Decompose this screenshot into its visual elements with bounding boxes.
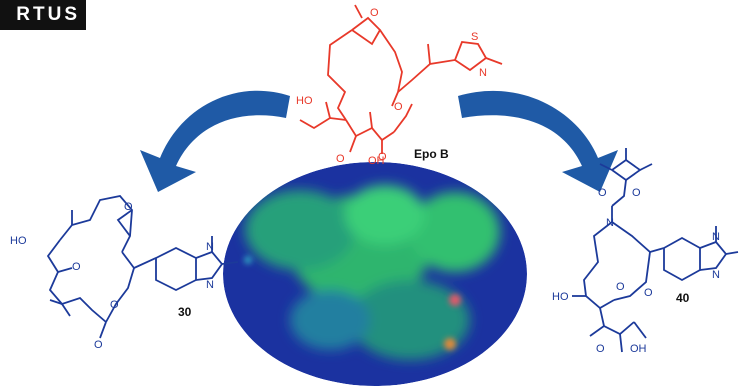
compound-30-atom-n1: N [206,241,214,253]
compound-30-atom-o2: O [72,261,81,273]
compound-40-atom-n2: N [712,231,720,243]
epo-b-atoms: O O O O HO OH S N [296,7,487,167]
epo-b-atom-s: S [471,31,478,43]
microscopy-image [223,162,527,386]
compound-40-atom-n1: N [606,217,614,229]
compound-40-atom-o5: O [596,343,605,355]
epo-b-atom-n: N [479,67,487,79]
compound-40-structure [572,148,739,353]
right-curved-arrow [458,90,618,192]
epo-b-label: Epo B [414,147,449,161]
epo-b-atom-oh: OH [368,155,385,167]
compound-30-atoms: HO O O O O N N [10,201,214,351]
compound-40-atom-n3: N [712,269,720,281]
left-curved-arrow [140,90,290,192]
compound-30-atom-ho: HO [10,235,27,247]
compound-40-atom-ho: HO [552,291,569,303]
compound-30-atom-o4: O [94,339,103,351]
compound-40-atom-o3: O [644,287,653,299]
compound-40-label: 40 [676,291,690,305]
compound-30-atom-n2: N [206,279,214,291]
compound-40-atom-o1: O [598,187,607,199]
compound-30-structure [46,195,239,339]
compound-40-atoms: O O N HO O O O OH N N [552,187,720,355]
compound-30-atom-o1: O [124,201,133,213]
epo-b-atom-o4: O [336,153,345,165]
epo-b-atom-o3: O [378,151,387,163]
epo-b-atom-o1: O [370,7,379,19]
compound-40-atom-o4: O [616,281,625,293]
compound-30-atom-o3: O [110,299,119,311]
section-banner: RTUS [0,0,86,30]
epo-b-structure [299,4,503,154]
compound-40-atom-o2: O [632,187,641,199]
epo-b-atom-o2: O [394,101,403,113]
compound-30-label: 30 [178,305,192,319]
epo-b-atom-ho: HO [296,95,313,107]
compound-40-atom-oh: OH [630,343,647,355]
